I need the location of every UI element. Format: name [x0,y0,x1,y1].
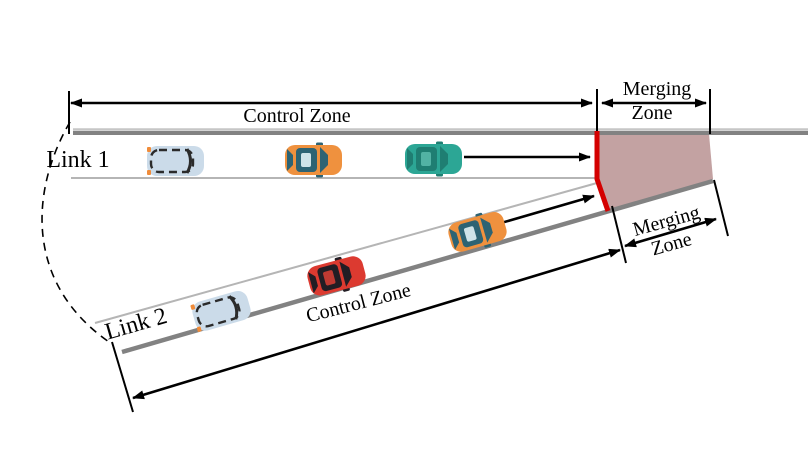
link1-merging-zone-label-line2: Zone [631,102,672,124]
car-link2-red [307,256,366,296]
link1-merging-zone-label-line1: Merging [623,78,692,100]
car-dashed-window-outline [149,148,195,174]
car-windshield [480,217,493,243]
car-windshield-arc [185,148,192,174]
car-corner-light [190,304,196,310]
car-windshield [440,146,448,172]
car-roof-slot [301,153,311,167]
car-rear-window [287,149,293,171]
car-roof-slot [464,226,477,242]
tick-link2-control-left [111,341,134,413]
link1-label: Link 1 [46,147,109,173]
car-link1-teal [405,141,462,177]
car-link2-orange [448,211,507,252]
link1-control-zone-label: Control Zone [243,105,350,127]
car-windshield [339,261,352,287]
car-windshield-arc [228,295,239,320]
tick-link2-merge-point [611,205,627,264]
car-corner-light [147,147,151,152]
car-link2-outlined [190,290,251,332]
car-rear-window [308,272,318,294]
car-corner-light [196,326,202,332]
car-rear-window [407,148,413,170]
car-link1-outlined [147,146,204,176]
car-roof-slot [323,270,336,286]
vehicle-heading-arrows [464,152,595,225]
car-roof-slot [421,152,431,166]
merging-zone-surface [599,134,713,210]
car-windshield [320,147,328,173]
merge-point-red-line [594,131,611,212]
link2-merging-zone-arrow [624,217,717,248]
car-link1-orange [285,142,342,178]
car-rear-window [448,228,460,250]
link2-control-zone-arrow [132,248,621,400]
link-connection-arc [41,121,113,345]
link2-lead-car-arrow [500,194,595,225]
dimension-arrows [70,98,717,400]
car-body [192,290,251,331]
car-corner-light [147,170,151,175]
tick-link2-merging-right [713,179,729,237]
dimension-ticks [68,89,729,413]
